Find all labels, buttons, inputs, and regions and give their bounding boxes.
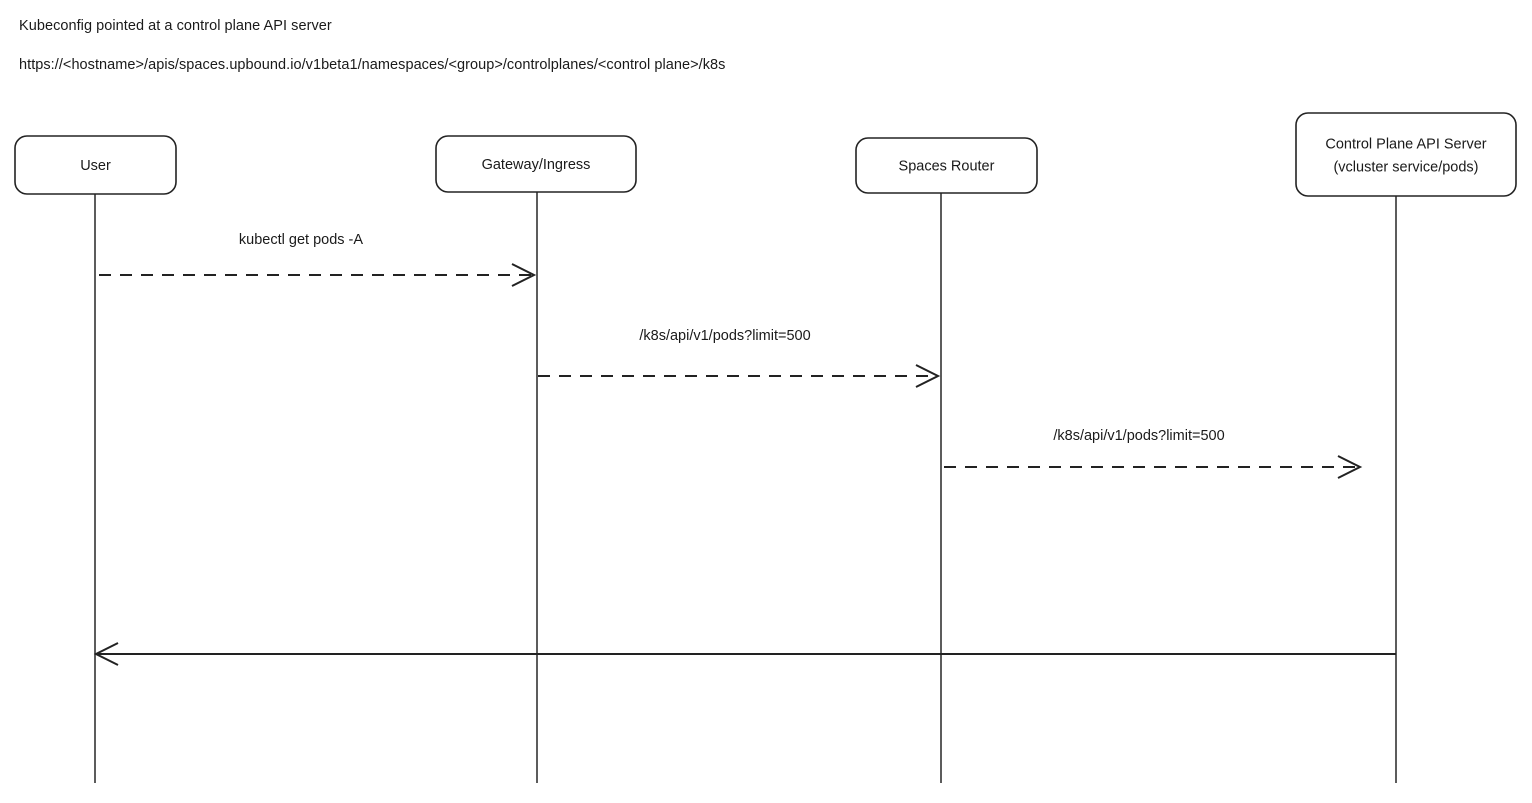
msg-3-arrowhead: [1337, 455, 1363, 479]
msg-1[interactable]: kubectl get pods -A: [99, 232, 537, 287]
msg-1-label: kubectl get pods -A: [239, 232, 363, 248]
participant-box-router: [855, 137, 1038, 194]
participant-box-gateway: [435, 135, 637, 193]
page-title: Kubeconfig pointed at a control plane AP…: [19, 18, 332, 34]
participant-label-user: User: [80, 158, 111, 174]
msg-3[interactable]: /k8s/api/v1/pods?limit=500: [944, 428, 1363, 479]
participant-box-user: [14, 135, 177, 195]
participant-label-apiserver-line2: (vcluster service/pods): [1333, 159, 1478, 175]
msg-2-arrowhead: [915, 364, 941, 388]
participant-user[interactable]: User: [14, 135, 177, 195]
participant-router[interactable]: Spaces Router: [855, 137, 1038, 194]
msg-4[interactable]: [93, 642, 1396, 666]
participant-boxes-group: User Gateway/Ingress Spaces Router Control …: [14, 112, 1517, 197]
msg-1-arrowhead: [511, 263, 537, 287]
participant-box-apiserver: [1295, 112, 1517, 197]
msg-3-label: /k8s/api/v1/pods?limit=500: [1053, 428, 1224, 444]
participant-gateway[interactable]: Gateway/Ingress: [435, 135, 637, 193]
api-server-url: https://<hostname>/apis/spaces.upbound.i…: [19, 57, 726, 73]
messages-group: kubectl get pods -A/k8s/api/v1/pods?limi…: [93, 232, 1396, 666]
participant-label-gateway: Gateway/Ingress: [482, 157, 591, 173]
lifelines-group: [94, 192, 1397, 783]
msg-2[interactable]: /k8s/api/v1/pods?limit=500: [538, 328, 941, 388]
participant-label-apiserver-line1: Control Plane API Server: [1325, 136, 1486, 152]
participant-apiserver[interactable]: Control Plane API Server (vcluster servic…: [1295, 112, 1517, 197]
participant-label-router: Spaces Router: [899, 158, 995, 174]
msg-4-arrowhead: [93, 642, 119, 666]
msg-2-label: /k8s/api/v1/pods?limit=500: [639, 328, 810, 344]
